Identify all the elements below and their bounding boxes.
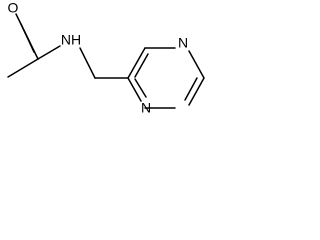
amide-nitrogen-label: NH bbox=[61, 32, 81, 48]
ring-bond-n1-c2 bbox=[127, 77, 142, 102]
ring-bond-n1-c2-inner bbox=[134, 78, 147, 98]
bond-carbonyl-nh bbox=[37, 45, 61, 60]
bond-methyl-carbonyl bbox=[7, 58, 39, 78]
ring-nitrogen-top-label: N bbox=[178, 35, 188, 51]
oxygen-label: O bbox=[8, 0, 19, 16]
ring-bond-c2-c3-inner bbox=[134, 53, 149, 78]
bond-carbonyl-double-inner bbox=[20, 23, 35, 53]
ring-bond-n4-c5 bbox=[188, 50, 205, 79]
ring-nitrogen-bottom-label: N bbox=[141, 100, 151, 116]
ring-bond-c2-c3 bbox=[127, 47, 146, 79]
structural-formula: O NH N N bbox=[7, 0, 205, 116]
bond-nh-methylene bbox=[79, 47, 96, 79]
ring-bond-c5-c6-inner bbox=[184, 77, 198, 101]
ring-bond-c5-c6 bbox=[188, 77, 205, 106]
